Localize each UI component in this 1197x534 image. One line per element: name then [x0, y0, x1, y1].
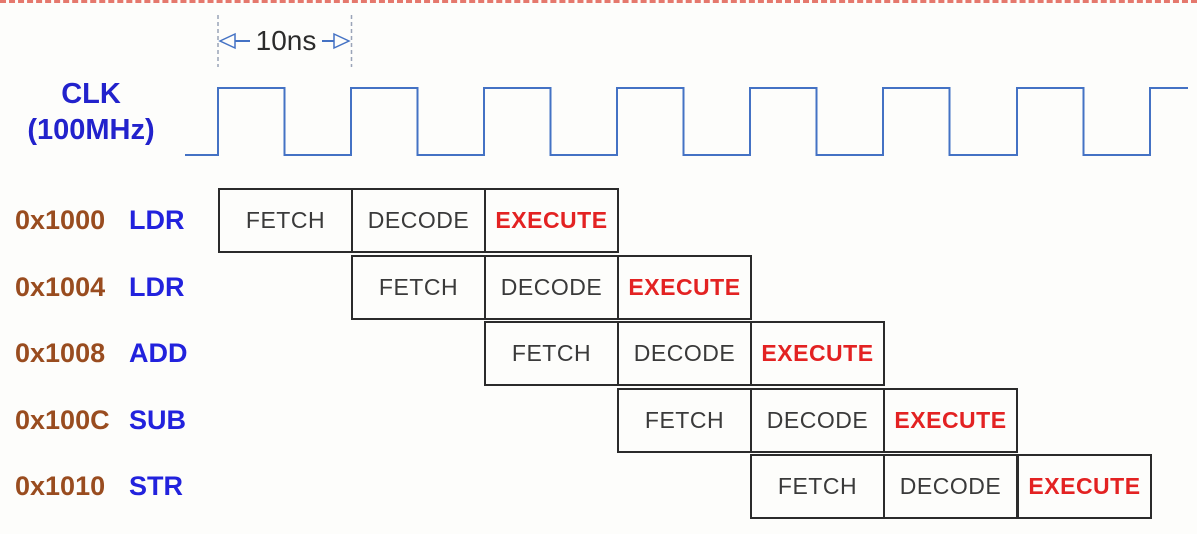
clock-name: CLK: [61, 78, 121, 110]
stage-box-execute: EXECUTE: [883, 388, 1018, 453]
address-label: 0x100C: [15, 405, 110, 435]
stage-box-decode: DECODE: [883, 454, 1018, 519]
stage-box-execute: EXECUTE: [617, 255, 752, 320]
clock-period-label: 10ns: [250, 25, 322, 57]
instruction-label: 0x1010 STR: [15, 454, 225, 519]
stage-box-fetch: FETCH: [617, 388, 752, 453]
stage-label: EXECUTE: [761, 340, 874, 366]
instruction-label: 0x100C SUB: [15, 388, 225, 453]
stage-box-execute: EXECUTE: [484, 188, 619, 253]
stage-box-execute: EXECUTE: [1017, 454, 1152, 519]
arrowhead-left-icon: [218, 32, 236, 50]
arrowhead-right-icon: [333, 32, 351, 50]
stage-box-decode: DECODE: [484, 255, 619, 320]
stage-label: EXECUTE: [894, 407, 1007, 433]
top-dashed-border: [0, 0, 1197, 3]
stage-box-fetch: FETCH: [351, 255, 486, 320]
address-label: 0x1000: [15, 205, 106, 235]
stage-label: FETCH: [245, 207, 326, 233]
mnemonic-label: SUB: [129, 405, 187, 435]
stage-label: FETCH: [378, 274, 459, 300]
address-label: 0x1004: [15, 272, 106, 302]
stage-box-fetch: FETCH: [218, 188, 353, 253]
stage-box-decode: DECODE: [351, 188, 486, 253]
mnemonic-label: LDR: [129, 205, 185, 235]
mnemonic-label: LDR: [129, 272, 185, 302]
stage-label: DECODE: [500, 274, 603, 300]
instruction-label: 0x1004 LDR: [15, 255, 225, 320]
stage-box-decode: DECODE: [750, 388, 885, 453]
stage-box-fetch: FETCH: [750, 454, 885, 519]
clock-frequency: (100MHz): [27, 114, 155, 146]
stage-label: FETCH: [777, 473, 858, 499]
instruction-label: 0x1000 LDR: [15, 188, 225, 253]
stage-box-decode: DECODE: [617, 321, 752, 386]
stage-box-execute: EXECUTE: [750, 321, 885, 386]
stage-label: DECODE: [633, 340, 736, 366]
stage-label: DECODE: [766, 407, 869, 433]
stage-label: FETCH: [644, 407, 725, 433]
stage-label: EXECUTE: [495, 207, 608, 233]
mnemonic-label: ADD: [129, 338, 188, 368]
stage-label: FETCH: [511, 340, 592, 366]
address-label: 0x1010: [15, 471, 106, 501]
clock-waveform: [185, 87, 1188, 156]
stage-label: DECODE: [899, 473, 1002, 499]
stage-label: EXECUTE: [1028, 473, 1141, 499]
stage-label: DECODE: [367, 207, 470, 233]
address-label: 0x1008: [15, 338, 106, 368]
stage-box-fetch: FETCH: [484, 321, 619, 386]
mnemonic-label: STR: [129, 471, 183, 501]
stage-label: EXECUTE: [628, 274, 741, 300]
instruction-label: 0x1008 ADD: [15, 321, 225, 386]
clock-label: CLK (100MHz): [5, 76, 177, 148]
